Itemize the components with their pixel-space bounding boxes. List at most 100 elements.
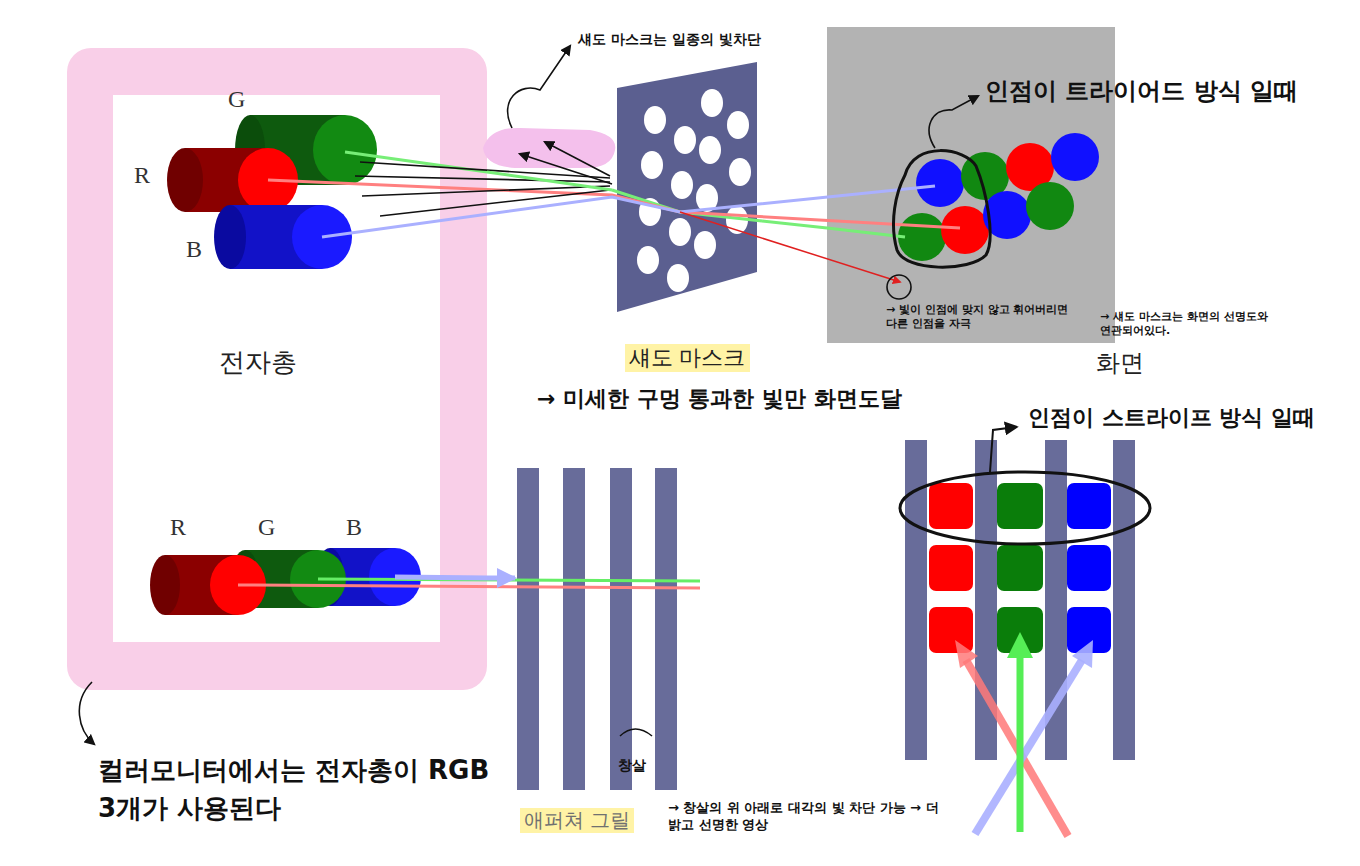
shadow-mask-plate xyxy=(667,264,689,292)
gun-panel xyxy=(67,48,487,690)
stripe-phosphor xyxy=(929,483,973,529)
aperture-grille xyxy=(655,468,677,790)
stripe-phosphor xyxy=(997,545,1043,591)
stripe-phosphor xyxy=(1072,640,1093,668)
hand-stroke xyxy=(545,142,610,176)
screen-panel xyxy=(898,213,946,261)
shadow-mask-plate xyxy=(617,62,757,312)
label-holder: G xyxy=(228,84,245,115)
screen-panel xyxy=(1026,182,1074,230)
node-label: 섀도 마스크 xyxy=(625,344,750,372)
annotation-text: 컬러모니터에서는 전자총이 RGB 3개가 사용된다 xyxy=(98,752,498,827)
beam-connector xyxy=(762,221,827,228)
hand-stroke xyxy=(929,96,978,148)
label-holder: R xyxy=(170,512,186,543)
aperture-grille xyxy=(517,468,539,790)
node-label: 애퍼쳐 그릴 xyxy=(520,808,634,833)
component-box: 애퍼쳐 그릴 xyxy=(515,465,685,840)
hand-stroke xyxy=(887,275,911,299)
hand-stroke xyxy=(79,682,94,744)
annotation-text: 인점이 스트라이프 방식 일때 xyxy=(1028,404,1315,433)
gun-letter: B xyxy=(186,234,202,265)
gun-letter: G xyxy=(228,84,245,115)
component-box: 전자총 xyxy=(67,48,487,690)
gun-letter: R xyxy=(170,512,186,543)
label-holder: → 창살의 위 아래로 대각의 빛 차단 가능 → 더 밝고 선명한 영상 xyxy=(668,800,958,834)
electron-beam xyxy=(395,577,487,578)
label-holder: → 섀도 마스크는 화면의 선명도와 연관되어있다. xyxy=(1100,310,1310,339)
annotation-text: 창살 xyxy=(618,756,646,774)
electron-beam xyxy=(238,577,700,588)
label-holder: 창살 xyxy=(618,756,646,774)
electron-beam xyxy=(268,152,960,282)
shadow-mask-plate xyxy=(701,89,723,117)
shadow-mask-plate xyxy=(617,62,757,312)
annotation-text: → 창살의 위 아래로 대각의 빛 차단 가능 → 더 밝고 선명한 영상 xyxy=(668,800,958,834)
stripe-phosphor xyxy=(929,545,973,591)
label-holder: G xyxy=(258,512,275,543)
shadow-mask-plate xyxy=(669,218,691,246)
shadow-mask-plate xyxy=(641,151,663,179)
electron-beam xyxy=(322,186,935,237)
electron-beam xyxy=(318,579,700,581)
stripe-phosphor xyxy=(955,640,978,668)
screen-panel xyxy=(1051,133,1099,181)
screen-panel xyxy=(916,159,964,207)
label-holder: → 미세한 구멍 통과한 빛만 화면도달 xyxy=(537,385,902,414)
shadow-mask-plate xyxy=(694,231,716,259)
hand-stroke xyxy=(360,162,610,178)
shadow-mask-plate xyxy=(727,111,749,139)
electron-beam xyxy=(268,180,960,228)
electron-gun-top xyxy=(313,115,377,185)
electron-beam xyxy=(680,212,900,282)
screen-panel xyxy=(941,206,989,254)
hand-stroke xyxy=(483,128,615,168)
label-holder: 인점이 스트라이프 방식 일때 xyxy=(1028,404,1315,433)
hand-stroke xyxy=(893,151,990,268)
annotation-text: 인점이 트라이어드 방식 일때 xyxy=(985,76,1298,107)
stripe-phosphor xyxy=(990,427,1016,472)
gun-panel xyxy=(67,48,487,690)
beam-connector xyxy=(487,172,612,190)
stripe-phosphor xyxy=(1067,483,1111,529)
hand-stroke xyxy=(355,176,610,182)
electron-gun-top xyxy=(167,148,203,212)
shadow-mask-plate xyxy=(644,106,666,134)
stripe-phosphor xyxy=(1007,632,1033,658)
shadow-mask-plate xyxy=(671,171,693,199)
stripe-phosphor xyxy=(997,483,1043,529)
aperture-grille xyxy=(563,468,585,790)
label-holder: B xyxy=(346,512,362,543)
stripe-phosphor xyxy=(929,607,973,653)
electron-gun-bottom xyxy=(150,548,421,615)
aperture-grille xyxy=(517,468,677,790)
shadow-mask-plate xyxy=(637,246,659,274)
stripe-phosphor xyxy=(900,427,1150,836)
hand-stroke xyxy=(380,190,610,216)
label-holder: B xyxy=(186,234,202,265)
annotation-text: → 빛이 인점에 맞지 않고 휘어버리면 다른 인점을 자극 xyxy=(886,303,1091,332)
beam-connector xyxy=(487,576,515,581)
label-holder: 컬러모니터에서는 전자총이 RGB 3개가 사용된다 xyxy=(98,752,498,827)
electron-gun-top xyxy=(167,115,377,269)
shadow-mask-plate xyxy=(699,136,721,164)
shadow-mask-plate xyxy=(729,158,751,186)
aperture-grille xyxy=(610,468,632,790)
stripe-phosphor xyxy=(1017,655,1024,832)
electron-beam xyxy=(238,585,700,588)
gun-letter: R xyxy=(134,160,150,191)
stripe-phosphor xyxy=(900,472,1150,544)
gun-letter: G xyxy=(258,512,275,543)
node-label: 화면 xyxy=(1092,348,1148,378)
screen-panel xyxy=(827,27,1115,343)
label-holder: R xyxy=(134,160,150,191)
label-holder: 인점이 트라이어드 방식 일때 xyxy=(985,76,1298,107)
label-holder: → 빛이 인점에 맞지 않고 휘어버리면 다른 인점을 자극 xyxy=(886,303,1091,332)
component-box: 섀도 마스크 xyxy=(612,55,762,375)
node-label: 전자총 xyxy=(215,346,301,379)
label-holder: 섀도 마스크는 일종의 빛차단 xyxy=(578,30,761,48)
electron-gun-top xyxy=(214,205,246,269)
hand-stroke xyxy=(508,46,570,128)
